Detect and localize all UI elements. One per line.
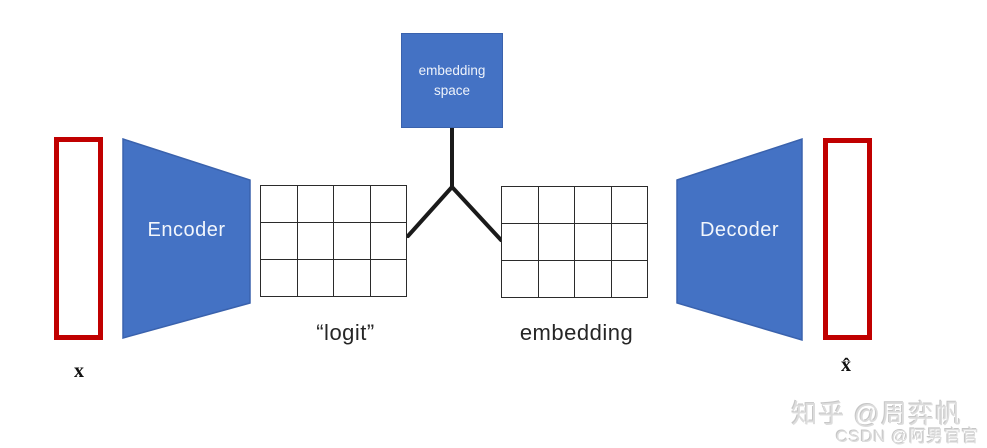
grid-cell xyxy=(261,260,298,297)
logit-grid-caption: “logit” xyxy=(316,320,375,345)
embedding-space-label: embedding space xyxy=(418,62,486,98)
grid-cell xyxy=(370,260,407,297)
grid-cell xyxy=(297,186,334,223)
input-tensor-box xyxy=(54,137,103,340)
embedding-grid xyxy=(501,186,648,298)
grid-cell xyxy=(370,223,407,260)
grid-cell xyxy=(261,186,298,223)
grid-cell xyxy=(334,186,371,223)
input-label: x xyxy=(74,360,84,382)
watermark-zhihu: 知乎 @周弈帆 xyxy=(791,399,962,429)
grid-cell xyxy=(538,224,575,261)
grid-cell xyxy=(334,223,371,260)
embedding-grid-caption: embedding xyxy=(519,320,634,345)
embedding-space-connector-right-branch xyxy=(450,185,503,242)
grid-cell xyxy=(611,224,648,261)
encoder-trapezoid xyxy=(122,137,251,339)
watermark-csdn: CSDN @阿男官官 xyxy=(835,427,979,446)
grid-cell xyxy=(334,260,371,297)
grid-cell xyxy=(502,224,539,261)
grid-cell xyxy=(611,187,648,224)
grid-cell xyxy=(502,261,539,298)
grid-cell xyxy=(538,261,575,298)
logit-grid xyxy=(260,185,407,297)
decoder-label: Decoder xyxy=(699,219,780,241)
output-label: x̂ xyxy=(841,354,851,376)
grid-cell xyxy=(297,260,334,297)
grid-cell xyxy=(261,223,298,260)
embedding-space-connector-left-branch xyxy=(406,185,454,238)
grid-cell xyxy=(297,223,334,260)
grid-cell xyxy=(538,187,575,224)
embedding-space-node: embedding space xyxy=(401,33,503,128)
grid-cell xyxy=(575,224,612,261)
grid-cell xyxy=(502,187,539,224)
grid-cell xyxy=(575,261,612,298)
decoder-trapezoid xyxy=(676,137,803,342)
grid-cell xyxy=(370,186,407,223)
output-tensor-box xyxy=(823,138,872,340)
grid-cell xyxy=(575,187,612,224)
encoder-label: Encoder xyxy=(147,219,226,241)
grid-cell xyxy=(611,261,648,298)
